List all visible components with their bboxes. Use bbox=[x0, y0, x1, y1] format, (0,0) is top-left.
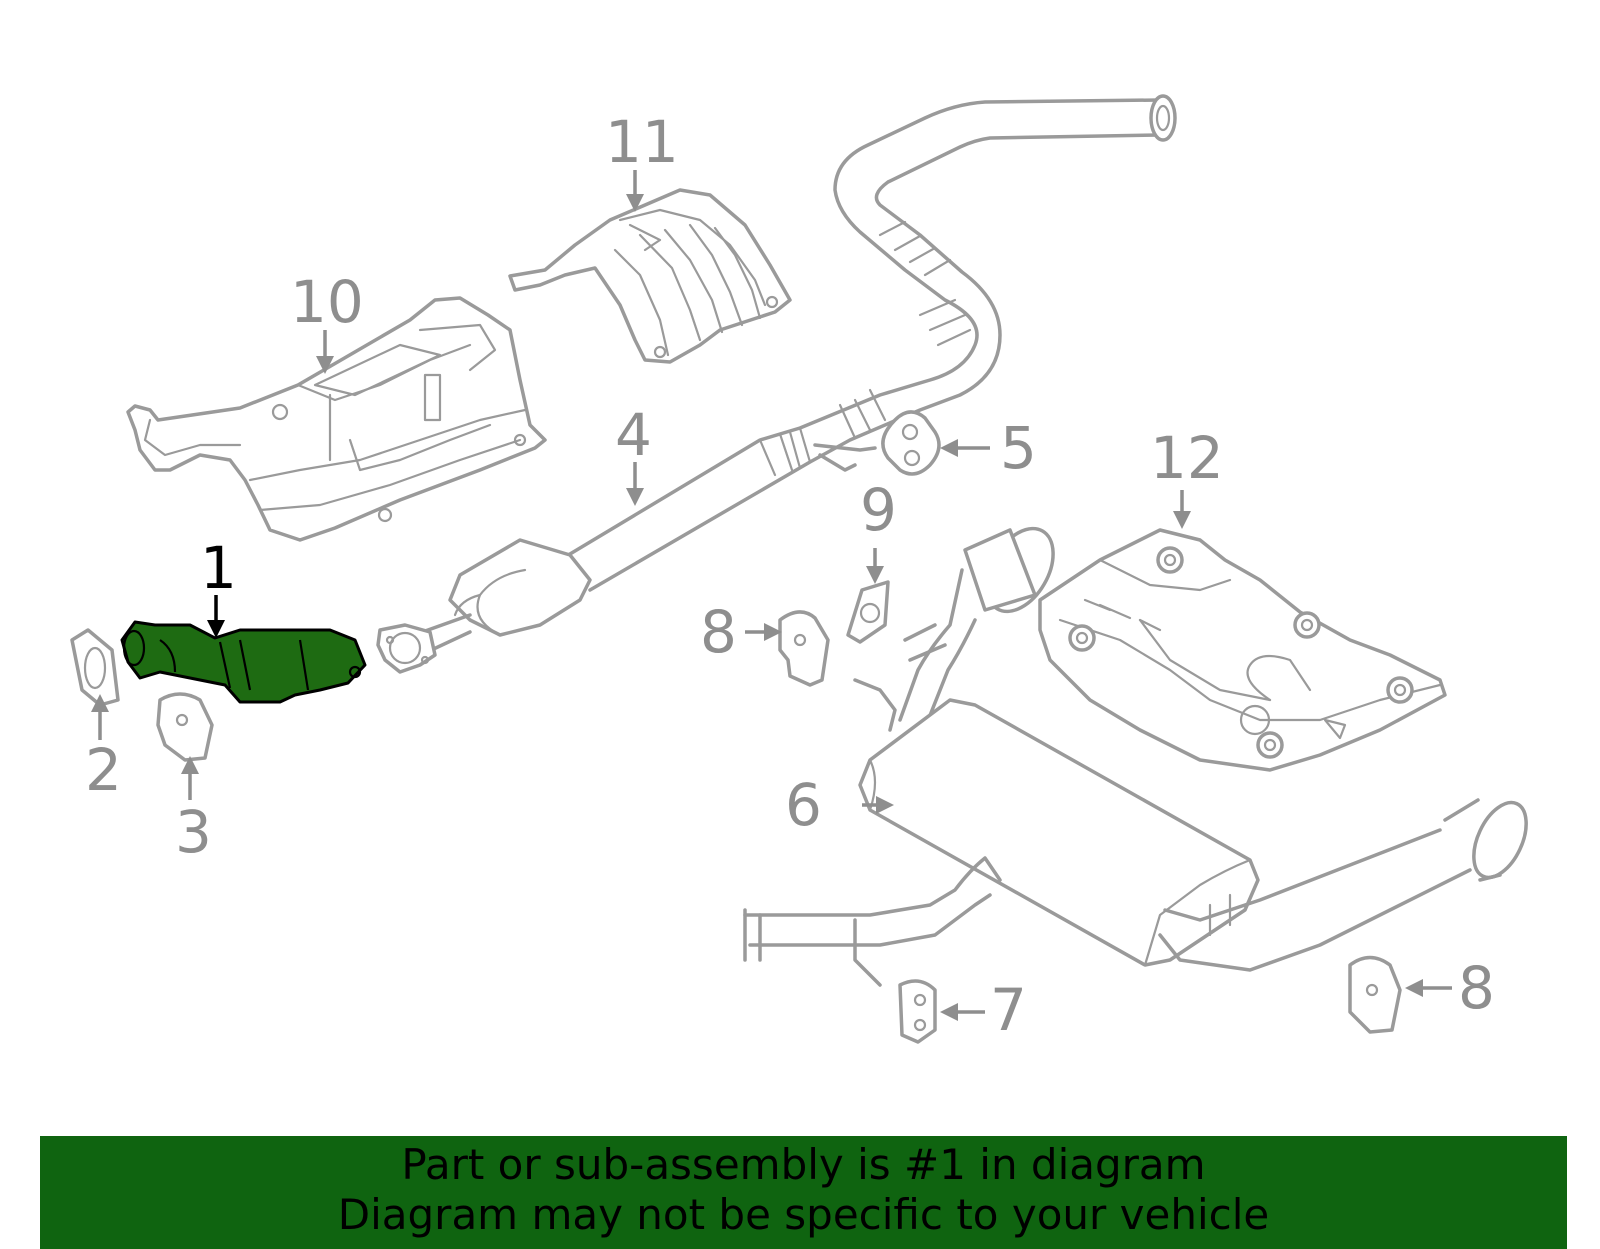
part-5-hanger bbox=[881, 410, 941, 476]
part-1-front-pipe-catalytic-converter bbox=[120, 620, 367, 704]
callout-8-upper: 8 bbox=[700, 598, 737, 666]
part-4-center-pipe bbox=[376, 94, 1177, 674]
part-12-rear-heat-shield bbox=[1038, 528, 1447, 772]
part-9-gasket bbox=[846, 580, 890, 644]
callout-4: 4 bbox=[615, 401, 652, 469]
part-8-isolator-upper bbox=[778, 610, 830, 687]
part-10-front-heat-shield bbox=[126, 296, 547, 542]
part-6-rear-muffler bbox=[743, 526, 1528, 987]
callout-7: 7 bbox=[990, 976, 1027, 1044]
part-2-gasket bbox=[70, 628, 120, 707]
callout-10: 10 bbox=[290, 268, 364, 336]
callout-9: 9 bbox=[860, 476, 897, 544]
callout-1: 1 bbox=[200, 534, 237, 602]
banner-line-1: Part or sub-assembly is #1 in diagram bbox=[401, 1140, 1206, 1189]
callout-12: 12 bbox=[1150, 424, 1224, 492]
callout-3: 3 bbox=[175, 798, 212, 866]
callout-6: 6 bbox=[785, 771, 822, 839]
part-11-center-heat-shield bbox=[508, 188, 792, 364]
disclaimer-banner: Part or sub-assembly is #1 in diagram Di… bbox=[40, 1136, 1567, 1249]
callout-8-lower: 8 bbox=[1458, 954, 1495, 1022]
callout-11: 11 bbox=[605, 108, 679, 176]
part-7-hanger bbox=[898, 979, 937, 1044]
callout-2: 2 bbox=[85, 736, 122, 804]
callout-5: 5 bbox=[1000, 414, 1037, 482]
banner-line-2: Diagram may not be specific to your vehi… bbox=[337, 1190, 1270, 1239]
part-3-isolator bbox=[156, 692, 214, 762]
callout-arrows bbox=[91, 170, 1452, 1021]
part-8-isolator-lower bbox=[1348, 955, 1402, 1034]
